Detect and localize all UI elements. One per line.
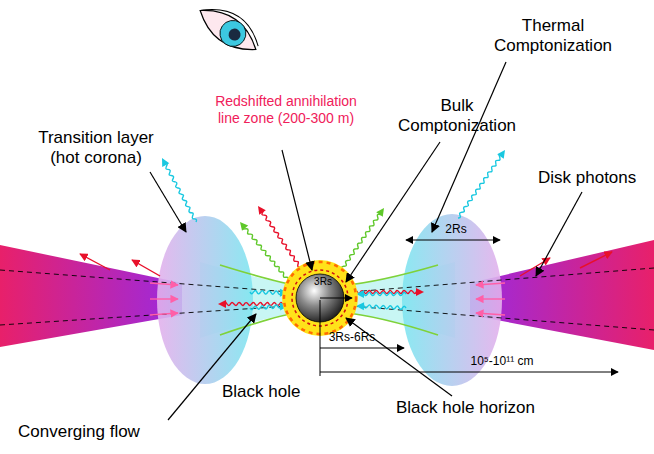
photon-wave-path xyxy=(166,163,197,222)
photon-wave-path xyxy=(250,291,281,295)
dimension-label: 2Rs xyxy=(438,222,474,236)
disk-plane-line xyxy=(0,268,654,330)
photon-wave-path xyxy=(340,214,381,272)
photon-wave xyxy=(258,206,302,270)
region-label: Disk photons xyxy=(538,168,650,188)
zone-label: Redshifted annihilation line zone (200-3… xyxy=(208,93,364,126)
process-label: Thermal Comptonization xyxy=(488,16,618,56)
photon-wave-head xyxy=(497,150,505,159)
photon-wave xyxy=(356,290,406,298)
part-label: Converging flow xyxy=(18,422,178,442)
photon-wave-head xyxy=(416,288,424,296)
accretion-disk xyxy=(0,245,182,347)
photon-wave-path xyxy=(363,304,406,309)
part-label: Black hole xyxy=(222,382,318,402)
photon-wave-path xyxy=(363,292,406,296)
photon-wave xyxy=(340,208,384,272)
photon-wave-head xyxy=(258,206,266,215)
photon-wave-path xyxy=(458,154,500,218)
hot-corona xyxy=(157,216,253,384)
part-label: Black hole horizon xyxy=(396,398,586,418)
dimension-label: 10⁵-10¹¹ cm xyxy=(452,354,552,368)
dimension-label: 3Rs xyxy=(308,276,338,288)
photon-wave xyxy=(240,222,288,280)
photon-wave xyxy=(356,302,406,310)
photon-wave-path xyxy=(250,305,281,310)
photon-wave xyxy=(162,158,197,222)
photon-wave-path xyxy=(262,211,302,270)
photon-wave-head xyxy=(376,208,384,217)
photon-wave xyxy=(458,150,505,218)
leader-line xyxy=(150,62,582,420)
photon-wave-head xyxy=(218,300,226,308)
photon-wave-head xyxy=(240,222,248,231)
process-label: Bulk Comptonization xyxy=(392,96,522,136)
photon-wave-head xyxy=(162,158,169,167)
photon-wave xyxy=(250,302,288,310)
region-label: Transition layer (hot corona) xyxy=(26,128,166,168)
dimension-line xyxy=(320,240,618,376)
photon-wave-path xyxy=(242,229,288,280)
observer-eye xyxy=(193,0,266,60)
dimension-label: 3Rs-6Rs xyxy=(322,330,382,344)
